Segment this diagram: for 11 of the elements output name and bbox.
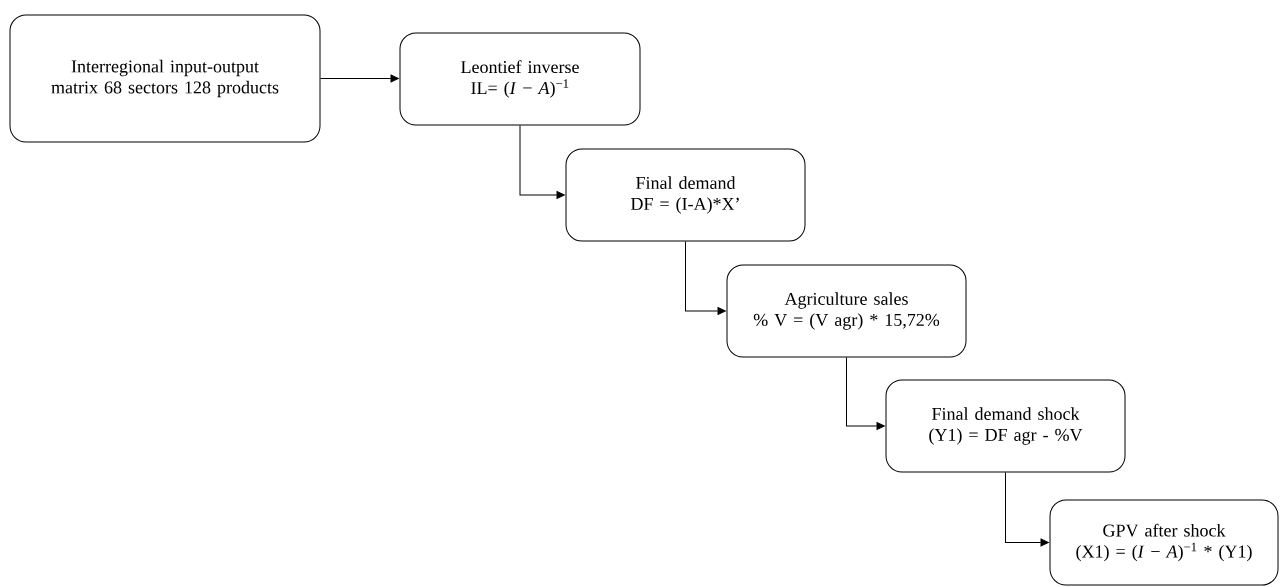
arrow <box>846 357 885 430</box>
process-box: Final demand DF = (I-A)*X’ <box>565 148 806 242</box>
process-box: Final demand shock (Y1) = DF agr - %V <box>885 379 1126 473</box>
process-box: Agriculture sales % V = (V agr) * 15,72% <box>726 264 967 358</box>
arrow <box>685 241 726 315</box>
process-box: Interregional input-output matrix 68 sectors 128 products <box>9 14 321 143</box>
arrow <box>519 125 565 199</box>
arrow <box>320 74 399 83</box>
arrow <box>1005 472 1049 547</box>
process-box: GPV after shock (X1) = (I − A)$^{−1}$ * (Y1) <box>1049 499 1279 586</box>
process-box: Leontief inverse IL= (I − A)$^{−1}$ <box>399 32 641 126</box>
